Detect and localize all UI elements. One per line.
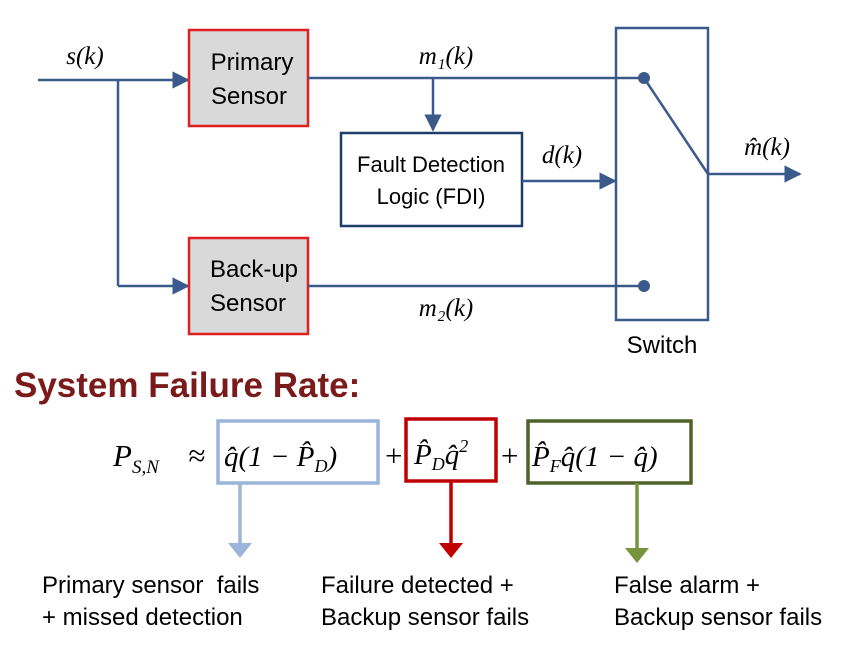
term1-caption-line2: + missed detection (42, 604, 243, 631)
term2-expression: P̂Dq̂2 (413, 436, 468, 474)
m2-signal-label: m₂(k) (419, 295, 474, 322)
fdi-label-2: Logic (FDI) (377, 184, 486, 209)
switch-contact-backup (638, 280, 650, 292)
primary-sensor-label-2: Sensor (211, 83, 287, 110)
fdi-label-1: Fault Detection (357, 152, 505, 177)
term3-box (526, 419, 693, 485)
term2-caption-line1: Failure detected + (321, 572, 514, 599)
formula-approx: ≈ (188, 438, 205, 473)
term2-caption-line2: Backup sensor fails (321, 604, 530, 631)
backup-sensor-label-2: Sensor (210, 290, 286, 317)
term2-arrow-head (439, 543, 463, 558)
output-signal-label: m̂(k) (744, 134, 790, 161)
term1-arrow-head (228, 543, 252, 558)
term1-caption: Primary sensor fails + missed detection (42, 570, 259, 634)
primary-sensor-label-1: Primary (211, 49, 294, 76)
term3-caption: False alarm + Backup sensor fails (614, 570, 822, 634)
m1-signal-label: m₁(k) (419, 43, 474, 70)
term3-arrow-head (625, 548, 649, 563)
term3-caption-line1: False alarm + (614, 572, 761, 599)
formula-lhs: PS,N (112, 438, 160, 478)
formula-plus-1: + (383, 438, 404, 473)
backup-sensor-label-1: Back-up (210, 256, 298, 283)
primary-sensor-box (187, 28, 310, 128)
switch-label: Switch (627, 332, 698, 359)
switch-lever (642, 77, 710, 175)
switch-box (614, 26, 710, 322)
term2-caption: Failure detected + Backup sensor fails (321, 570, 529, 634)
term1-expression: q̂(1 − P̂D) (224, 440, 337, 476)
term1-caption-line1: Primary sensor fails (42, 572, 260, 599)
input-signal-label: s(k) (66, 43, 103, 70)
backup-sensor-box (187, 236, 310, 336)
term1-box (216, 419, 380, 485)
term3-caption-line2: Backup sensor fails (614, 604, 823, 631)
term3-expression: P̂Fq̂(1 − q̂) (531, 440, 658, 476)
fdi-box (339, 131, 524, 228)
failure-rate-heading: System Failure Rate: (14, 366, 361, 405)
decision-signal-label: d(k) (542, 142, 582, 169)
formula-plus-2: + (499, 438, 520, 473)
